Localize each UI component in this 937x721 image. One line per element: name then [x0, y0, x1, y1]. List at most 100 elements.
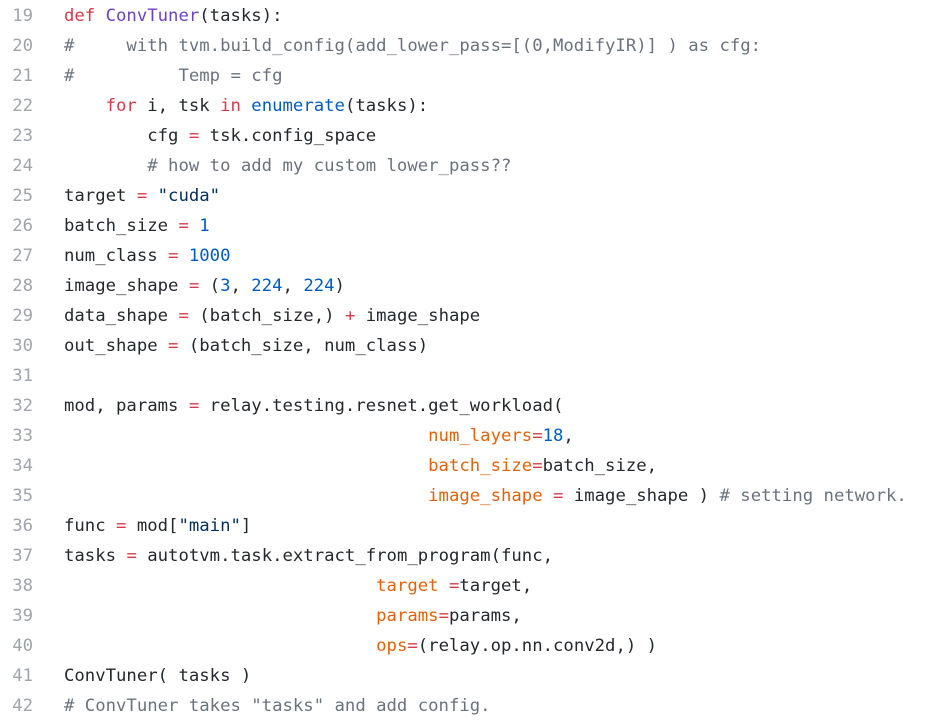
code-token [64, 156, 147, 176]
code-line: 31 [0, 361, 937, 391]
line-number: 31 [12, 366, 33, 386]
line-number: 28 [12, 276, 33, 296]
code-token [439, 576, 449, 596]
line-number: 22 [12, 96, 33, 116]
code-token [64, 606, 376, 626]
code-text: # with tvm.build_config(add_lower_pass=[… [33, 31, 761, 61]
code-token: 1 [199, 216, 210, 236]
code-token: = [168, 336, 179, 356]
code-token: image_shape [64, 276, 189, 296]
code-token: ConvTuner [105, 6, 200, 26]
code-token: num_layers [428, 426, 533, 446]
code-text: target =target, [33, 571, 532, 601]
code-token [95, 6, 105, 26]
code-text: num_class = 1000 [33, 241, 230, 271]
line-number: 40 [12, 636, 33, 656]
code-token: = [126, 546, 137, 566]
code-text: mod, params = relay.testing.resnet.get_w… [33, 391, 563, 421]
code-token: (tasks): [344, 96, 429, 116]
code-token: = [188, 276, 200, 296]
line-number: 24 [12, 156, 33, 176]
code-token: mod[ [126, 516, 179, 536]
code-token: ConvTuner( tasks ) [64, 666, 252, 686]
code-token: batch_size [64, 216, 179, 236]
code-text: cfg = tsk.config_space [33, 121, 376, 151]
line-number: 36 [12, 516, 33, 536]
code-token [64, 426, 428, 446]
code-token: (batch_size, num_class) [178, 336, 429, 356]
code-text: ConvTuner( tasks ) [33, 661, 251, 691]
code-line: 22 for i, tsk in enumerate(tasks): [0, 91, 937, 121]
code-token [64, 486, 428, 506]
code-token: = [407, 636, 418, 656]
code-token: (batch_size,) [188, 306, 345, 326]
line-number: 30 [12, 336, 33, 356]
line-number: 41 [12, 666, 33, 686]
code-text: # how to add my custom lower_pass?? [33, 151, 511, 181]
code-token: num_class [64, 246, 169, 266]
code-token: # ConvTuner takes "tasks" and add config… [64, 696, 491, 716]
code-token: for [105, 96, 137, 116]
code-token: = [438, 606, 449, 626]
line-number: 34 [12, 456, 33, 476]
code-token: 18 [542, 426, 564, 446]
code-token: , [230, 276, 252, 296]
code-token: # with tvm.build_config(add_lower_pass=[… [64, 36, 762, 56]
code-token: ops [376, 636, 408, 656]
code-text: params=params, [33, 601, 522, 631]
code-token [64, 456, 428, 476]
code-token [64, 96, 106, 116]
line-number: 38 [12, 576, 33, 596]
code-token: "main" [178, 516, 241, 536]
code-token [543, 486, 553, 506]
code-text: def ConvTuner(tasks): [33, 1, 283, 31]
code-line: 33 num_layers=18, [0, 421, 937, 451]
code-token: = [448, 576, 460, 596]
code-line: 35 image_shape = image_shape ) # setting… [0, 481, 937, 511]
code-text: for i, tsk in enumerate(tasks): [33, 91, 429, 121]
code-text: num_layers=18, [33, 421, 574, 451]
code-text: target = "cuda" [33, 181, 220, 211]
code-token: # Temp = cfg [64, 66, 283, 86]
code-token: "cuda" [157, 186, 221, 206]
code-token: , [563, 426, 574, 446]
code-token: = [553, 486, 564, 506]
code-text: batch_size = 1 [33, 211, 210, 241]
code-token: # how to add my custom lower_pass?? [147, 156, 512, 176]
code-line: 34 batch_size=batch_size, [0, 451, 937, 481]
code-token: = [178, 306, 189, 326]
code-token: ) [334, 276, 345, 296]
code-line: 20# with tvm.build_config(add_lower_pass… [0, 31, 937, 61]
code-token: 3 [220, 276, 231, 296]
code-token: target [376, 576, 439, 596]
line-number: 21 [12, 66, 33, 86]
code-token: = [116, 516, 127, 536]
code-line: 40 ops=(relay.op.nn.conv2d,) ) [0, 631, 937, 661]
code-token: func [64, 516, 117, 536]
code-token: cfg [64, 126, 189, 146]
line-number: 25 [12, 186, 33, 206]
code-text: # ConvTuner takes "tasks" and add config… [33, 691, 491, 721]
line-number: 19 [12, 6, 33, 26]
code-line: 23 cfg = tsk.config_space [0, 121, 937, 151]
code-token [189, 216, 199, 236]
code-token [178, 246, 188, 266]
code-token: = [178, 216, 189, 236]
code-token: image_shape ) [563, 486, 720, 506]
code-token: + [344, 306, 356, 326]
line-number: 23 [12, 126, 33, 146]
code-line: 38 target =target, [0, 571, 937, 601]
code-token: enumerate [251, 96, 345, 116]
line-number: 37 [12, 546, 33, 566]
code-line: 41 ConvTuner( tasks ) [0, 661, 937, 691]
code-token: = [136, 186, 148, 206]
line-number: 32 [12, 396, 33, 416]
